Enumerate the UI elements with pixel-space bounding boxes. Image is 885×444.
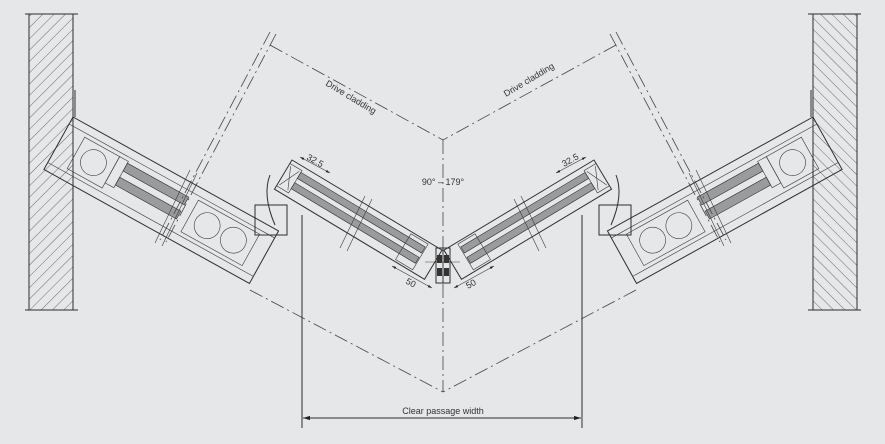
- angle-range-label: 90° – 179°: [422, 177, 465, 187]
- right-assembly: [443, 14, 861, 392]
- left-assembly: [25, 14, 443, 392]
- drive-cladding-left-label: Drive cladding: [324, 78, 378, 116]
- dimension-32-5-right: 32.5: [560, 152, 580, 169]
- dimension-50-left: 50: [404, 276, 418, 290]
- clear-passage-width-label: Clear passage width: [402, 406, 484, 416]
- dimension-50-right: 50: [464, 277, 478, 291]
- dimension-32-5-left: 32.5: [305, 152, 325, 169]
